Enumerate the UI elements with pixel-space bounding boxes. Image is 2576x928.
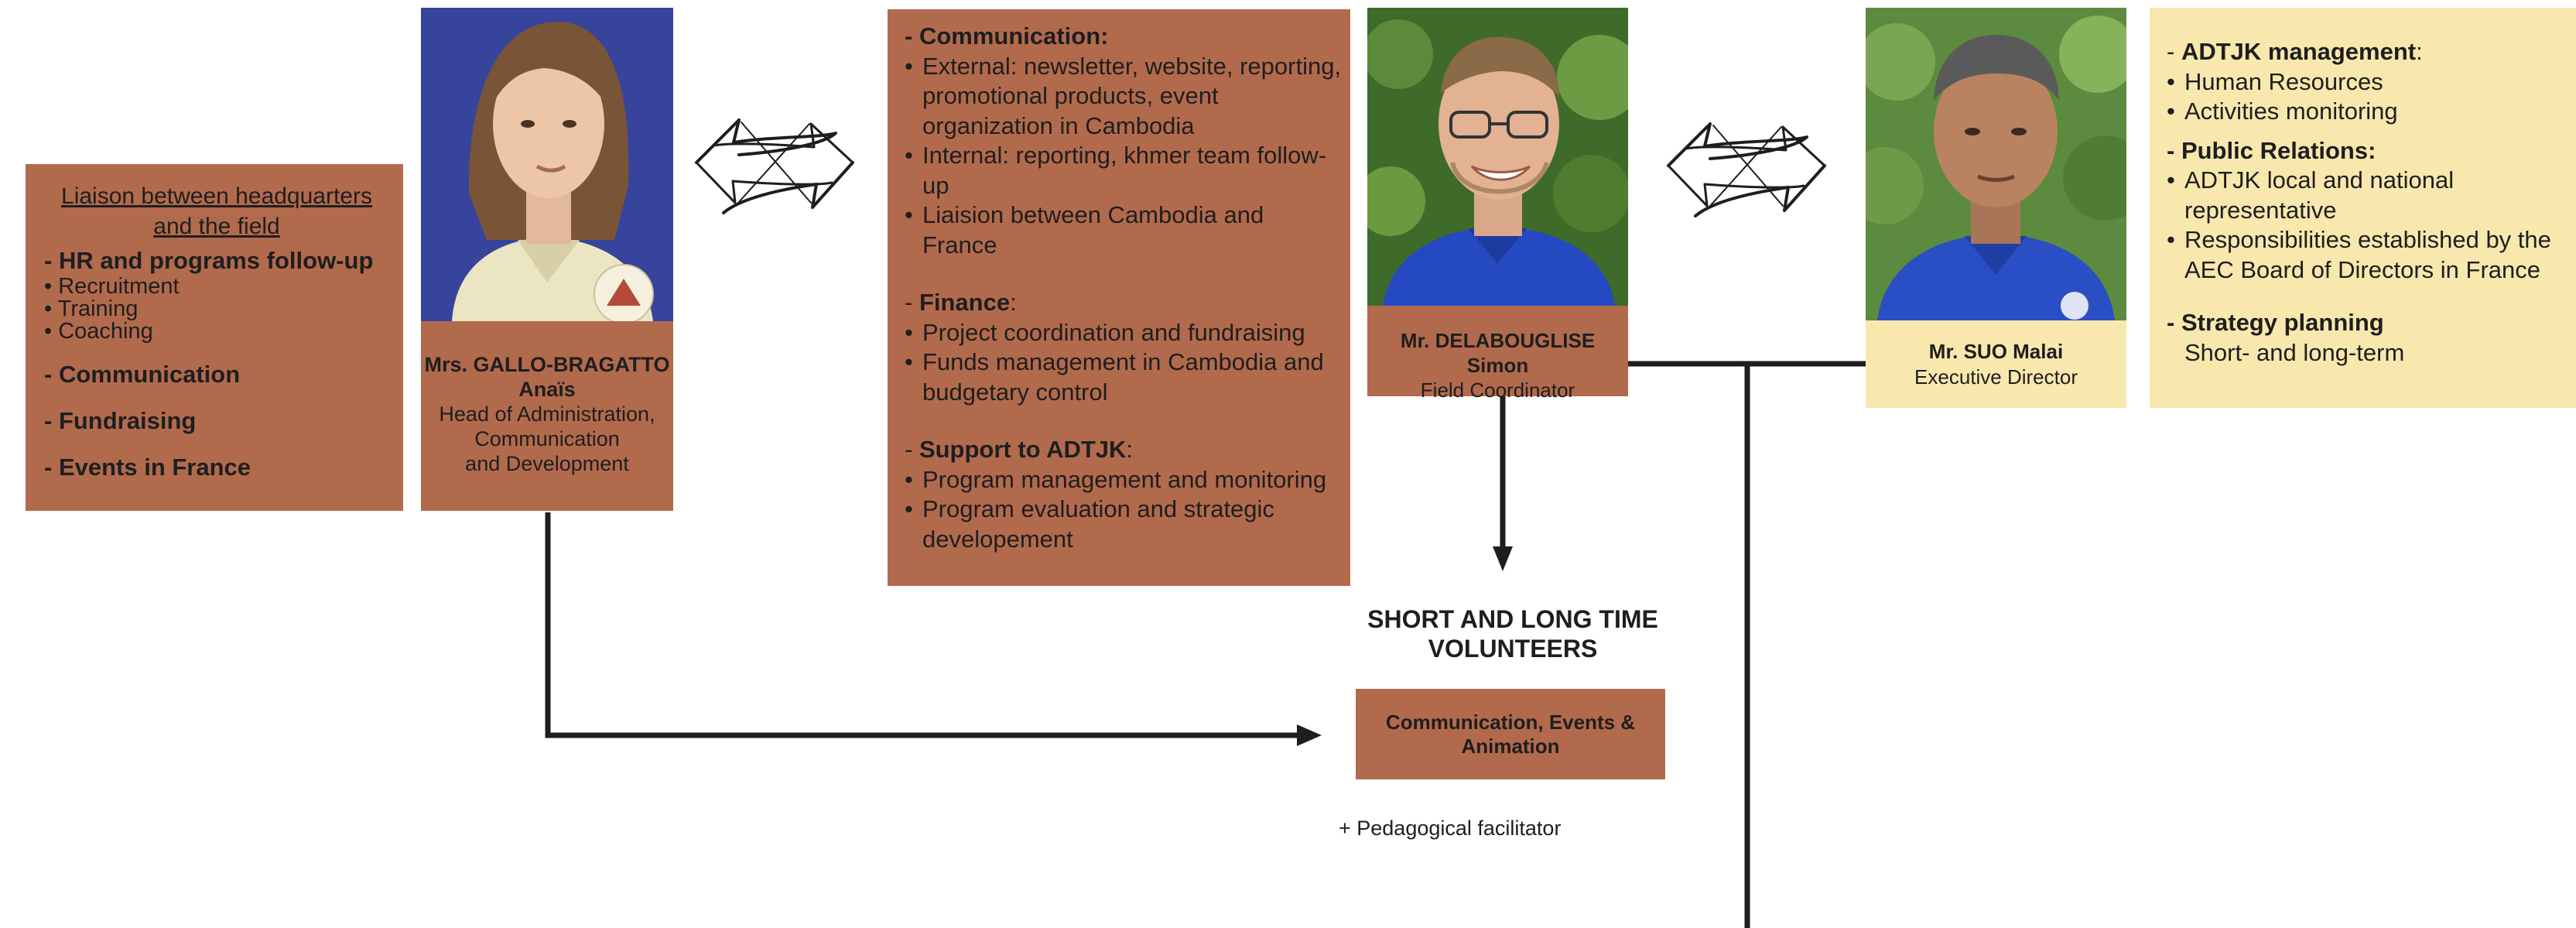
liaison-box: Liaison between headquarters and the fie… — [26, 164, 403, 511]
facilitator-note: + Pedagogical facilitator — [1339, 817, 1562, 840]
list-item: Internal: reporting, khmer team follow-u… — [905, 141, 1343, 200]
liaison-list: HR and programs follow-up Recruitment Tr… — [44, 246, 389, 482]
list-item: Program management and monitoring — [905, 465, 1343, 495]
person-name: Mr. DELABOUGLISE Simon — [1400, 329, 1596, 377]
section-title: Communication: — [905, 22, 1343, 52]
connector-simon-malai — [1628, 361, 1866, 928]
list-item: Human Resources — [2167, 67, 2576, 98]
person-role: Communication — [474, 427, 620, 450]
person-name: Mrs. GALLO-BRAGATTO — [424, 353, 670, 376]
section-finance: Finance: Project coordination and fundra… — [905, 288, 1343, 407]
section-title: Strategy planning — [2167, 308, 2576, 338]
person-name: Mr. SUO Malai — [1928, 340, 2064, 363]
section-adtjk-management: ADTJK management: Human Resources Activi… — [2167, 37, 2576, 127]
volunteers-role-line: Animation — [1461, 735, 1560, 758]
section-title: Public Relations: — [2167, 136, 2576, 166]
liaison-subitem: Recruitment — [44, 276, 389, 298]
person-name: Anaïs — [518, 378, 576, 401]
portrait-malai-image — [1866, 8, 2126, 320]
namebox-simon: Mr. DELABOUGLISE Simon Field Coordinator — [1367, 306, 1628, 402]
volunteers-role-box: Communication, Events & Animation — [1356, 689, 1665, 779]
list-item: Liaision between Cambodia and France — [905, 200, 1343, 260]
arrowhead-down — [1493, 546, 1513, 571]
section-title-suffix: : — [1010, 289, 1017, 316]
person-role: Field Coordinator — [1420, 378, 1575, 402]
section-title-suffix: : — [2416, 38, 2423, 65]
person-role: and Development — [465, 452, 629, 475]
section-title-text: Support to ADTJK — [919, 436, 1127, 463]
section-support: Support to ADTJK: Program management and… — [905, 435, 1343, 554]
liaison-heading: Liaison between headquarters and the fie… — [61, 183, 372, 239]
list-item: Activities monitoring — [2167, 97, 2576, 127]
bidirectional-arrow-icon — [695, 118, 854, 214]
liaison-item-fundraising: Fundraising — [44, 406, 389, 436]
volunteers-title: SHORT AND LONG TIME VOLUNTEERS — [1339, 604, 1687, 663]
portrait-simon — [1367, 8, 1628, 306]
volunteers-title-line: SHORT AND LONG TIME — [1367, 605, 1658, 633]
management-description-box: ADTJK management: Human Resources Activi… — [2150, 8, 2576, 408]
liaison-item-events: Events in France — [44, 453, 389, 482]
namebox-anais: Mrs. GALLO-BRAGATTO Anaïs Head of Admini… — [421, 321, 673, 511]
volunteers-title-line: VOLUNTEERS — [1428, 635, 1598, 663]
person-role: Executive Director — [1914, 365, 2078, 389]
section-title-text: ADTJK management — [2181, 38, 2417, 65]
section-title-suffix: : — [1126, 436, 1134, 463]
volunteers-role-line: Communication, Events & — [1385, 711, 1636, 734]
section-title-text: Finance — [919, 289, 1011, 316]
section-title: Support to ADTJK: — [905, 435, 1343, 465]
liaison-subitem: Coaching — [44, 320, 389, 343]
list-item: Responsibilities established by the AEC … — [2167, 225, 2576, 285]
section-communication: Communication: External: newsletter, web… — [905, 22, 1343, 260]
section-title: Finance: — [905, 288, 1343, 318]
list-item: External: newsletter, website, reporting… — [905, 52, 1343, 142]
connector-anais-to-volunteers — [545, 512, 1308, 738]
list-item: Program evaluation and strategic develop… — [905, 495, 1343, 554]
liaison-item-communication: Communication — [44, 360, 389, 389]
liaison-subitem: Training — [44, 298, 389, 320]
person-role: Head of Administration, — [439, 402, 655, 426]
role-description-box: Communication: External: newsletter, web… — [888, 9, 1350, 586]
namebox-malai: Mr. SUO Malai Executive Director — [1866, 320, 2126, 408]
list-item: Funds management in Cambodia and budgeta… — [905, 348, 1343, 407]
liaison-item-hr: HR and programs follow-up — [44, 246, 389, 276]
section-line: Short- and long-term — [2184, 338, 2405, 366]
portrait-simon-image — [1367, 8, 1628, 306]
portrait-anais — [421, 8, 673, 321]
portrait-malai — [1866, 8, 2126, 320]
section-public-relations: Public Relations: ADTJK local and nation… — [2167, 136, 2576, 286]
list-item: Project coordination and fundraising — [905, 318, 1343, 348]
section-title: ADTJK management: — [2167, 37, 2576, 67]
portrait-anais-image — [421, 8, 673, 321]
arrowhead-volunteers — [1297, 724, 1322, 746]
section-strategy: Strategy planning Short- and long-term — [2167, 308, 2576, 368]
bidirectional-arrow-icon — [1667, 122, 1826, 217]
list-item: ADTJK local and national representative — [2167, 166, 2576, 225]
